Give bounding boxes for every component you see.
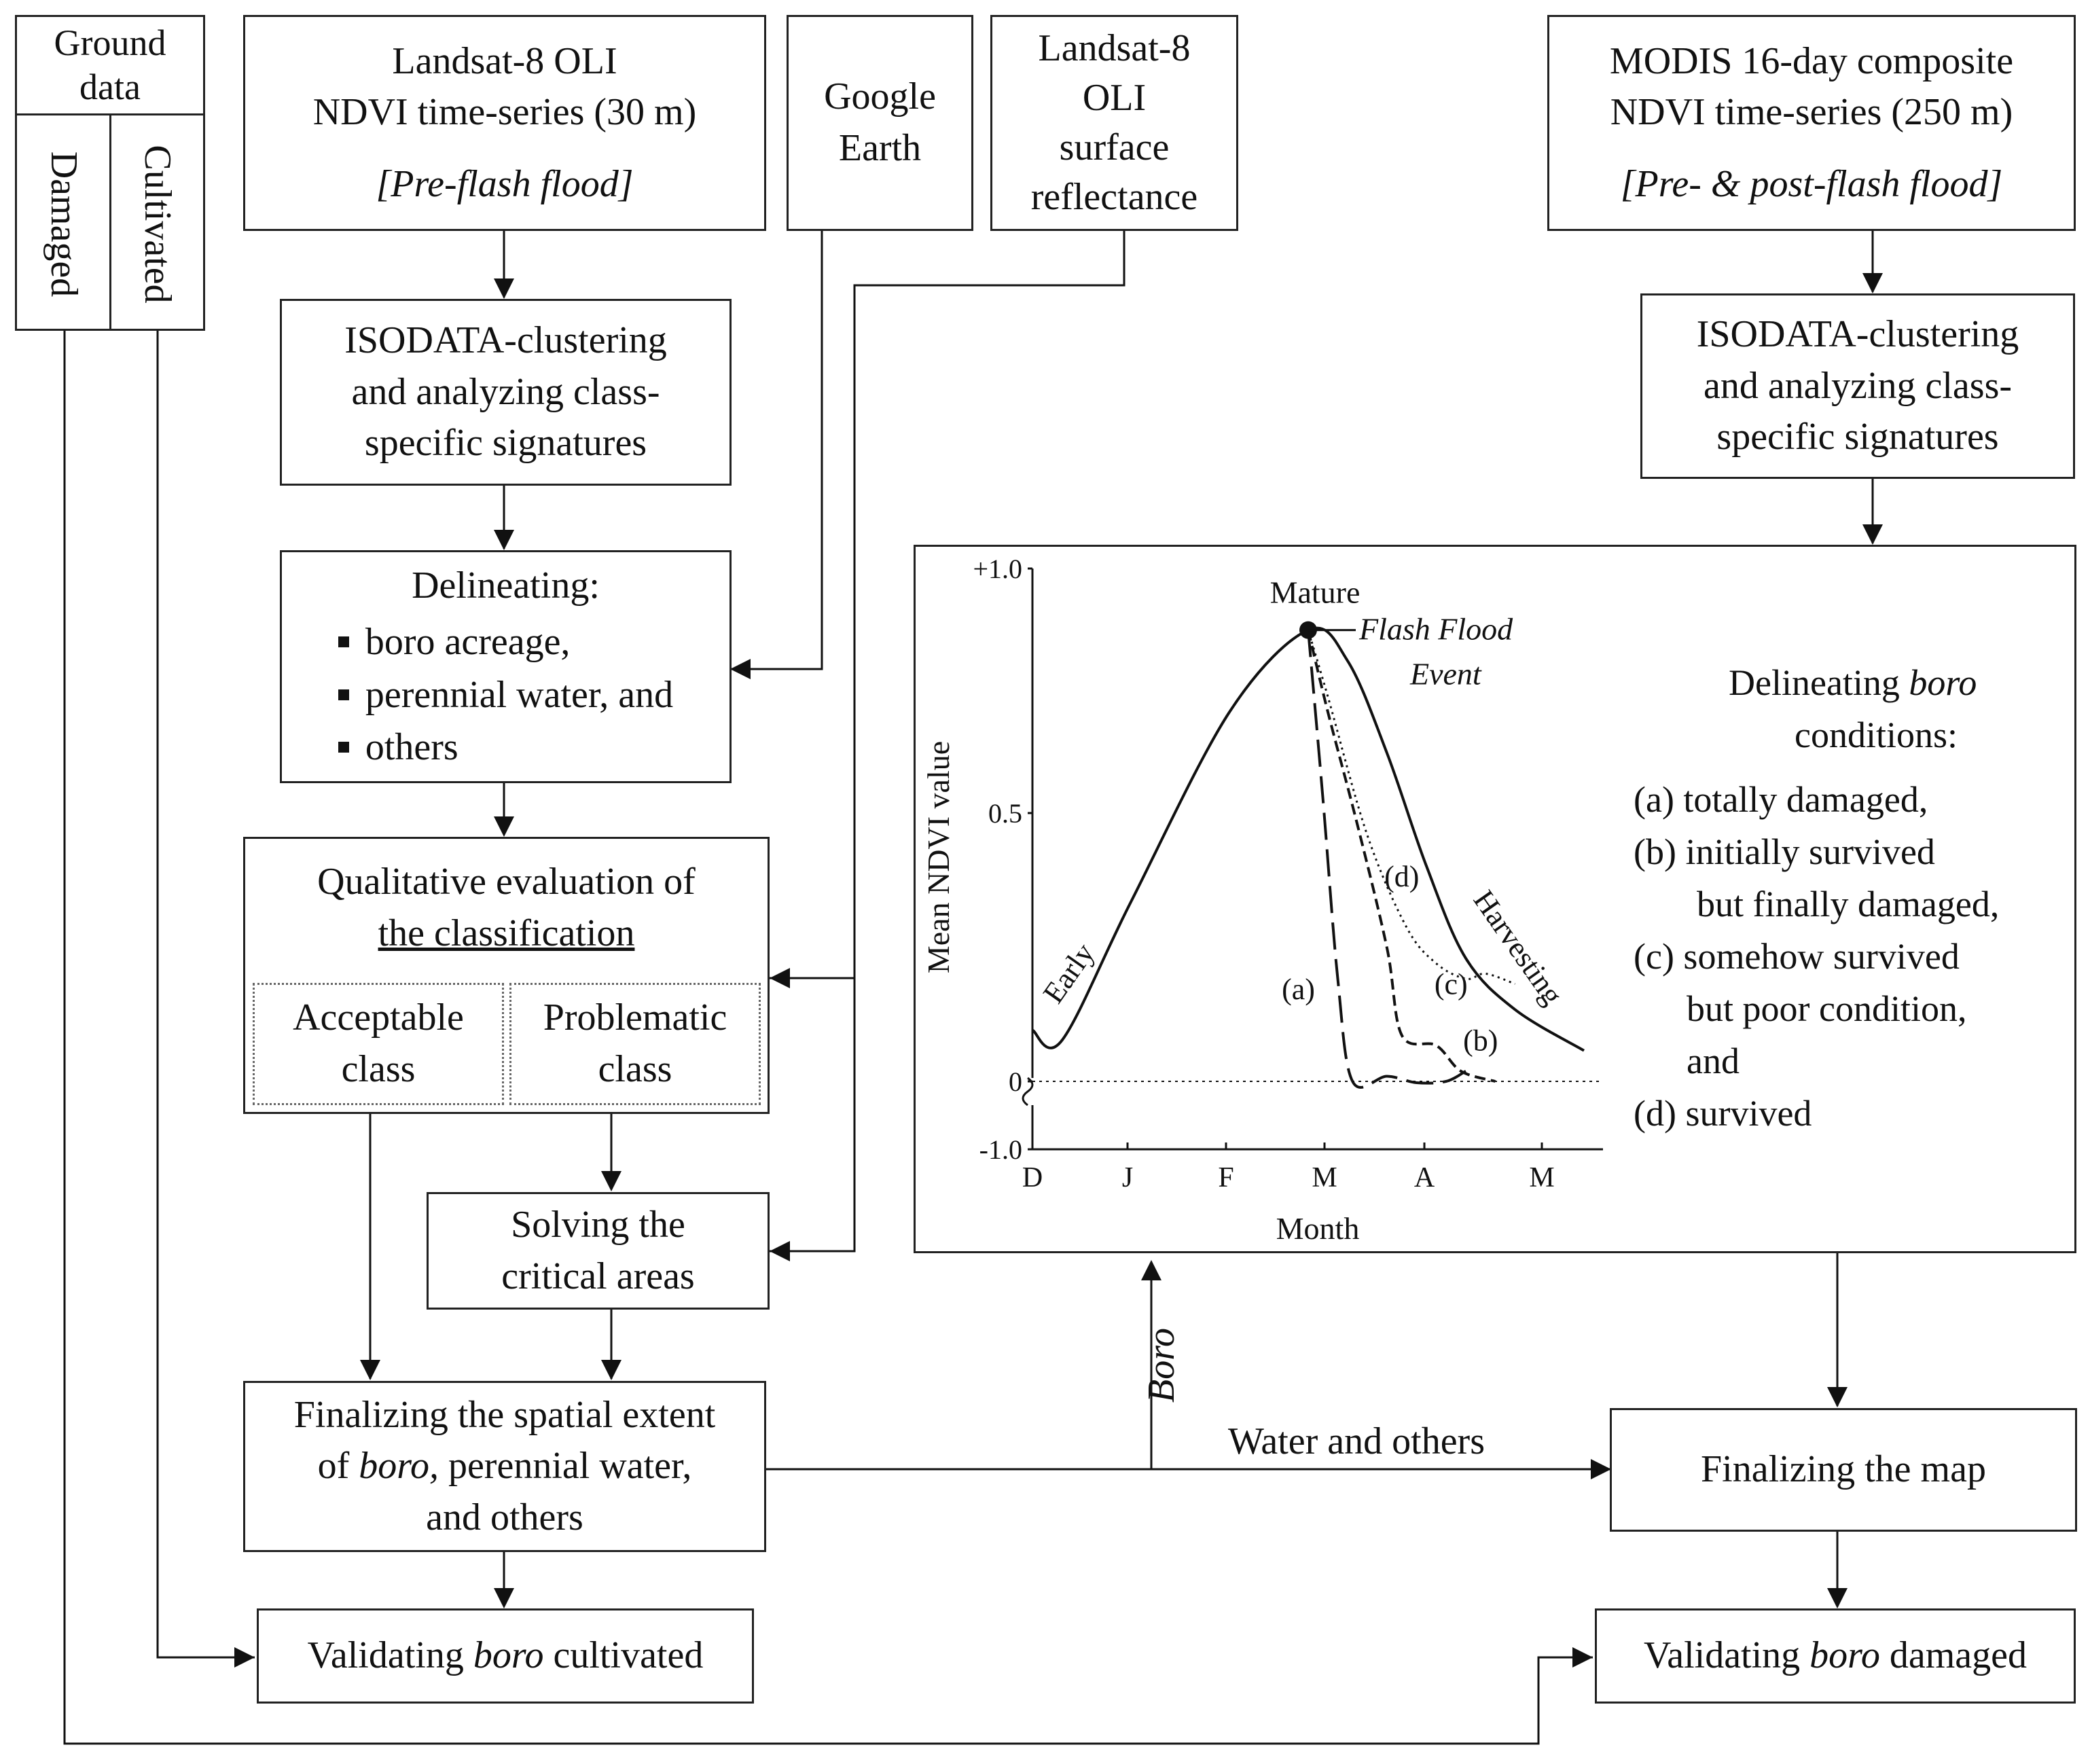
landsat-ndvi-box: Landsat-8 OLI NDVI time-series (30 m) [P… — [243, 15, 766, 231]
series-label: (c) — [1435, 968, 1468, 1001]
series-line — [1307, 630, 1466, 1089]
isodata-right-box: ISODATA-clustering and analyzing class- … — [1640, 293, 2075, 479]
x-axis-label: Month — [1276, 1211, 1360, 1246]
condition-c2: but poor condition, — [1687, 988, 1967, 1029]
problematic-class-box: Problematic class — [509, 983, 761, 1105]
y-tick-label: -1.0 — [979, 1134, 1022, 1165]
conditions-title: Delineating boro — [1729, 662, 1977, 703]
google-earth-box: Google Earth — [787, 15, 973, 231]
delineating-box: Delineating: boro acreage, perennial wat… — [280, 550, 732, 783]
condition-b1: (b) initially survived — [1634, 831, 1935, 872]
landsat-ndvi-line2: NDVI time-series (30 m) — [312, 91, 697, 134]
condition-c3: and — [1687, 1041, 1740, 1081]
x-tick-label: D — [1022, 1162, 1043, 1193]
delineating-title: Delineating: — [412, 564, 600, 607]
landsat-ndvi-note: [Pre-flash flood] — [376, 162, 634, 205]
landsat-ndvi-line1: Landsat-8 OLI — [392, 39, 617, 82]
list-item: boro acreage, — [338, 616, 673, 668]
edge-label-water: Water and others — [1228, 1420, 1485, 1462]
ground-data-columns: Damaged Cultivated — [17, 115, 203, 329]
validating-damaged-box: Validating boro damaged — [1595, 1608, 2076, 1704]
condition-a: (a) totally damaged, — [1634, 779, 1928, 820]
delineating-list: boro acreage, perennial water, and other… — [338, 616, 673, 774]
damaged-label: Damaged — [42, 151, 85, 298]
mature-label: Mature — [1270, 575, 1361, 610]
landsat-sr-box: Landsat-8 OLI surface reflectance — [990, 15, 1238, 231]
y-axis-label: Mean NDVI value — [921, 741, 956, 973]
ndvi-chart: +1.0 0.5 0 -1.0D J F M A M Month Mean NDVI value (d… — [921, 554, 1603, 1246]
list-item: others — [338, 721, 673, 774]
flash-flood-label: Event — [1409, 657, 1482, 691]
ground-data-title: Ground data — [17, 17, 203, 115]
series-line — [1031, 626, 1585, 1052]
ground-cultivated-col: Cultivated — [111, 115, 204, 329]
y-tick-label: 0.5 — [988, 798, 1022, 829]
list-item: perennial water, and — [338, 669, 673, 721]
ground-data-box: Ground data Damaged Cultivated — [15, 15, 205, 331]
modis-note: [Pre- & post-flash flood] — [1620, 162, 2003, 205]
x-tick-label: J — [1122, 1162, 1133, 1193]
solving-box: Solving the critical areas — [427, 1192, 770, 1310]
x-tick-label: F — [1218, 1162, 1233, 1193]
series-label: (a) — [1282, 973, 1315, 1006]
condition-c1: (c) somehow survived — [1634, 936, 1960, 977]
y-axis — [1022, 569, 1034, 1149]
y-tick-label: 0 — [1009, 1066, 1022, 1097]
acceptable-class-box: Acceptable class — [253, 983, 504, 1105]
series-label: (d) — [1384, 860, 1419, 893]
modis-box: MODIS 16-day composite NDVI time-series … — [1547, 15, 2076, 231]
condition-b2: but finally damaged, — [1697, 884, 2000, 924]
x-tick-label: M — [1529, 1162, 1554, 1193]
series-label: (b) — [1463, 1024, 1498, 1058]
conditions-title-line2: conditions: — [1795, 715, 1958, 755]
chart-panel — [914, 545, 2076, 1253]
finalizing-map-box: Finalizing the map — [1610, 1408, 2077, 1532]
isodata-left-box: ISODATA-clustering and analyzing class- … — [280, 299, 732, 486]
y-tick-label: +1.0 — [973, 554, 1022, 584]
cultivated-label: Cultivated — [137, 145, 179, 304]
edge-label-boro: Boro — [1140, 1328, 1183, 1403]
qualitative-box: Qualitative evaluation of the classifica… — [243, 837, 770, 1114]
x-tick-label: M — [1312, 1162, 1337, 1193]
condition-d: (d) survived — [1634, 1093, 1812, 1134]
ground-damaged-col: Damaged — [17, 115, 111, 329]
validating-cultivated-box: Validating boro cultivated — [257, 1608, 754, 1704]
harvesting-label: Harvesting — [1467, 884, 1570, 1011]
series-line — [1307, 630, 1496, 1083]
x-tick-label: A — [1414, 1162, 1435, 1193]
flash-flood-label: Flash Flood — [1358, 612, 1513, 647]
finalizing-extent-box: Finalizing the spatial extent of boro, p… — [243, 1381, 766, 1552]
early-label: Early — [1037, 937, 1101, 1009]
